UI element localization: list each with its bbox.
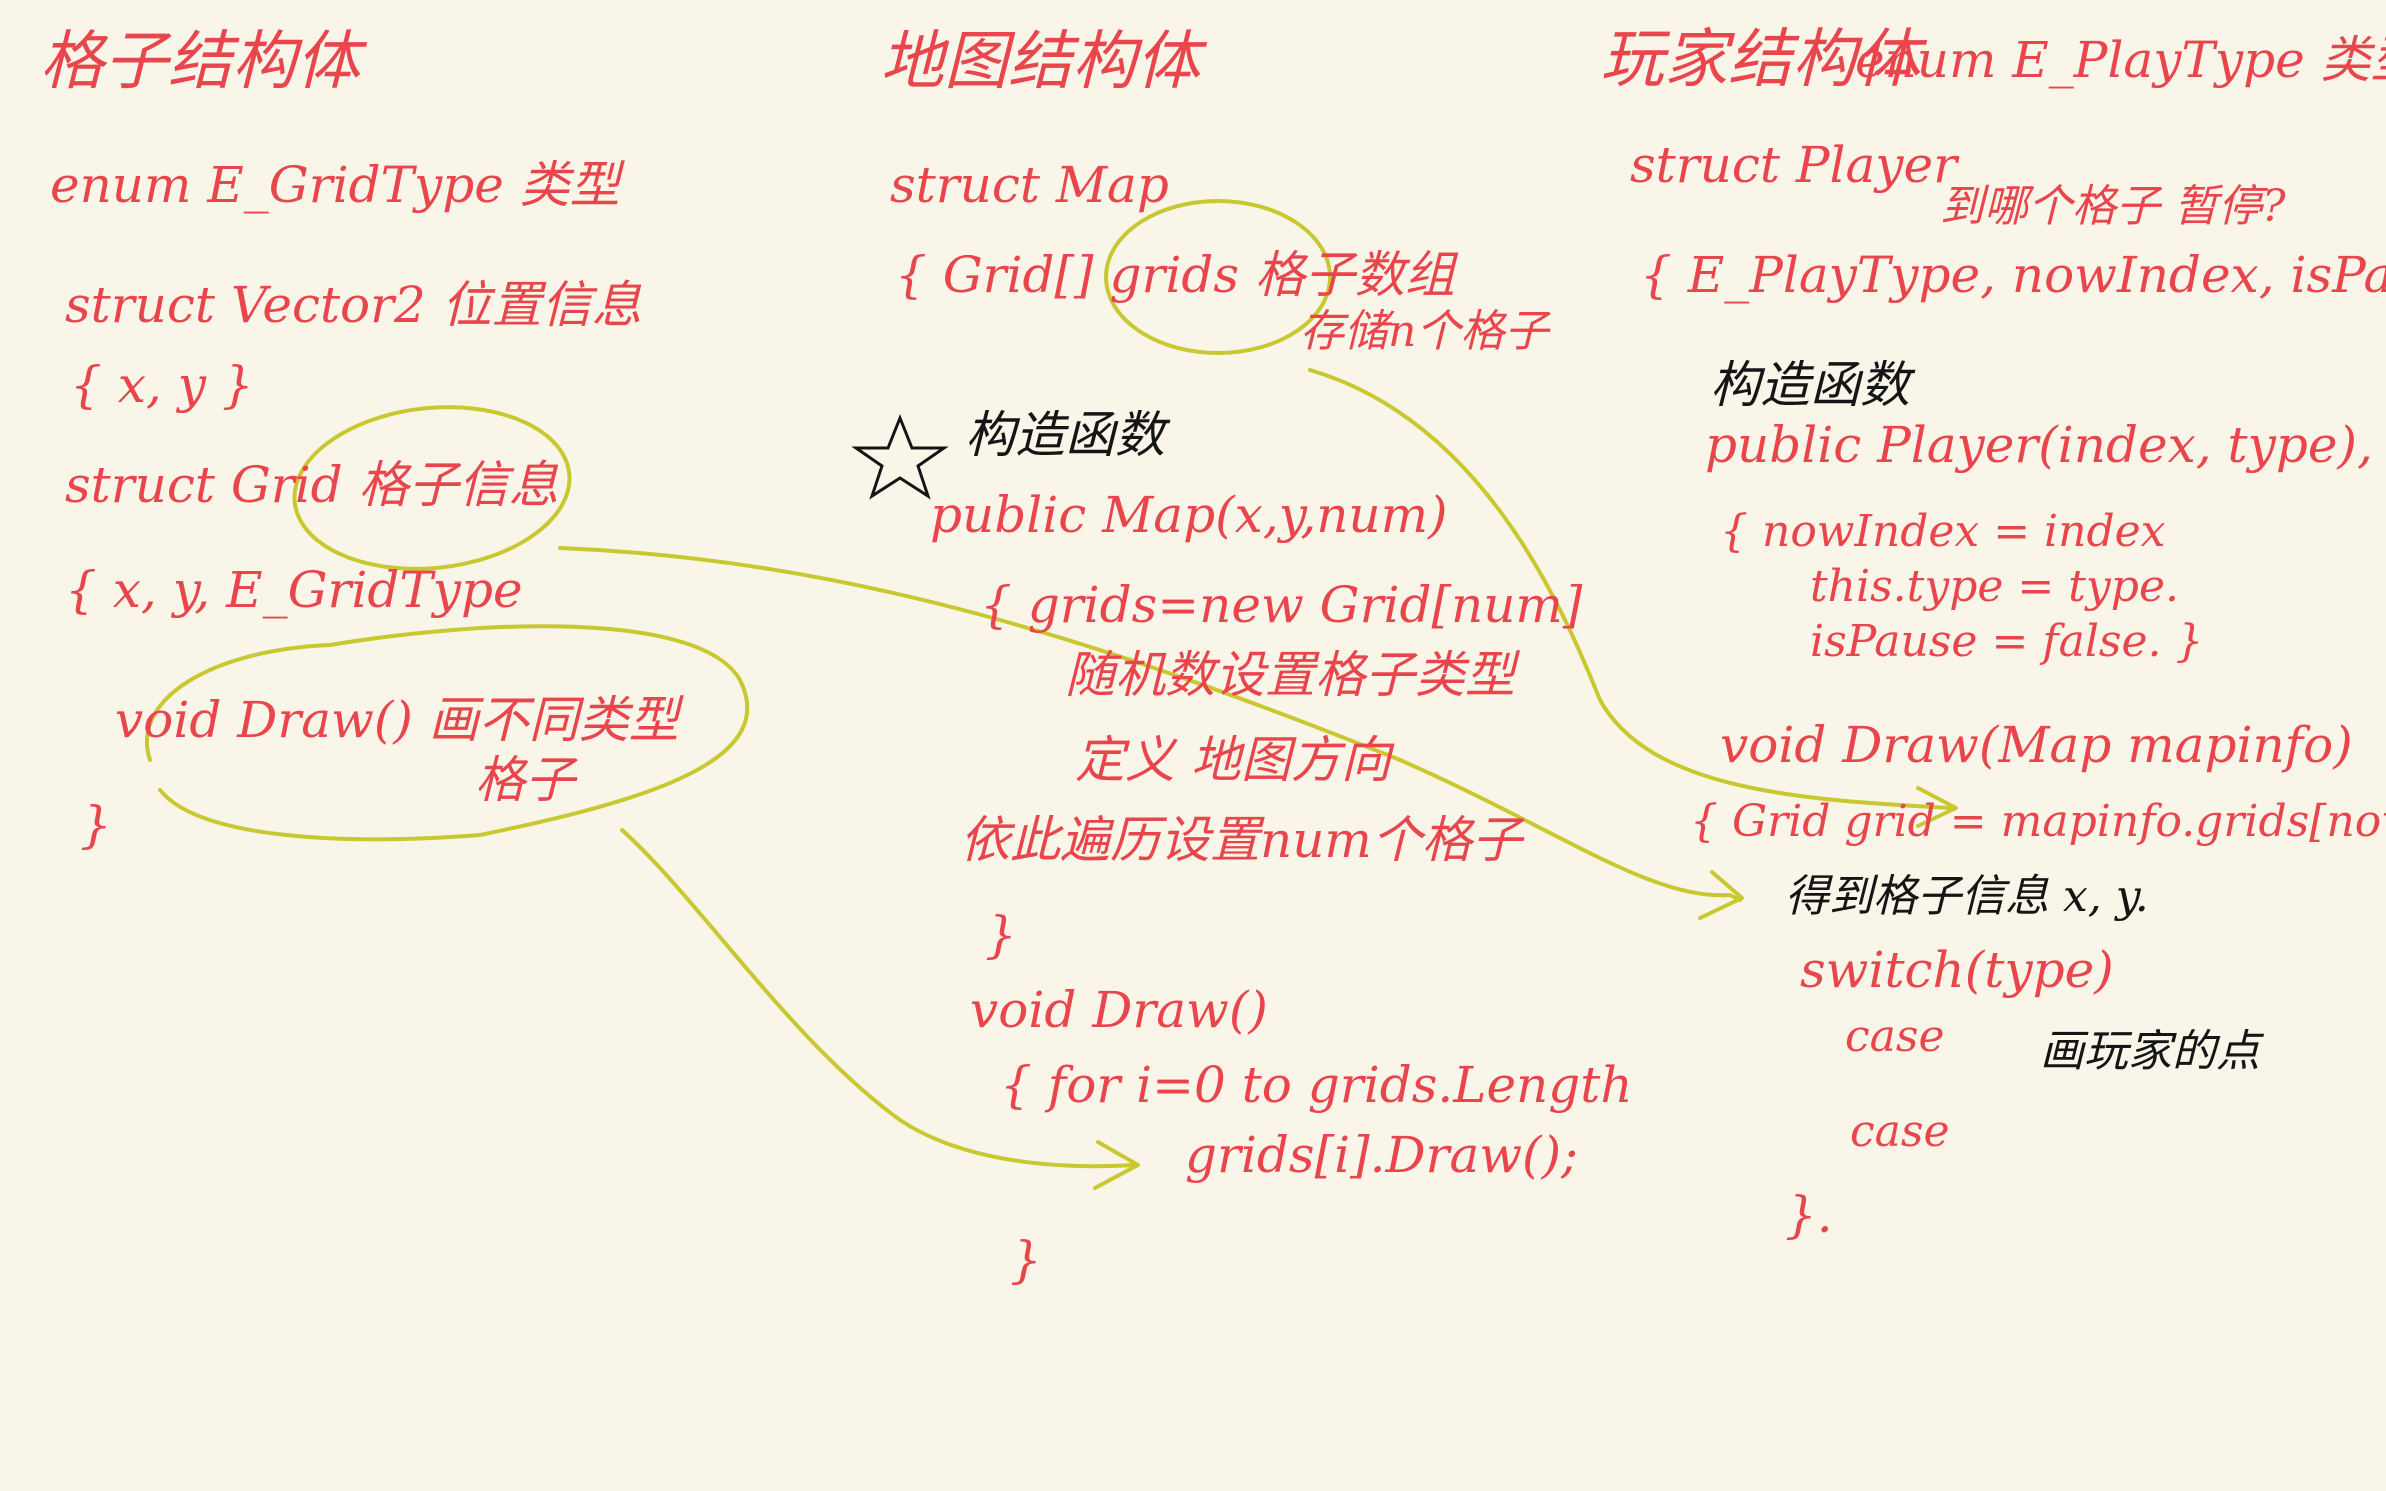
col1-close-brace: } (80, 796, 112, 854)
col2-struct-line: struct Map (890, 156, 1169, 214)
col2-ctor-body3: 定义 地图方向 (1075, 731, 1391, 789)
col3-close-brace: }. (1785, 1186, 1833, 1244)
col3-title: 玩家结构体 (1600, 23, 1920, 97)
col3-ctor-body1: { nowIndex = index (1720, 506, 2166, 557)
col3-enum-line: enum E_PlayType 类型. (1855, 31, 2386, 89)
col3-draw-note: 得到格子信息 x, y. (1785, 871, 2149, 922)
col3-case1: case (1845, 1011, 1945, 1062)
col1-vector-body: { x, y } (70, 356, 254, 414)
col2-draw-sig: void Draw() (970, 981, 1268, 1039)
col2-ctor-title: 构造函数 (965, 406, 1165, 464)
col3-question: 到哪个格子 暂停? (1940, 181, 2286, 232)
col3-draw-sig: void Draw(Map mapinfo) (1720, 716, 2353, 774)
col2-ctor-body1: { grids=new Grid[num] (980, 576, 1583, 634)
col3-ctor-sig: public Player(index, type), (1705, 416, 2373, 474)
col3-case-note: 画玩家的点 (2040, 1026, 2260, 1077)
col2-draw-body2: grids[i].Draw(); (1185, 1126, 1578, 1184)
col2-grids-note: 存储n个格子 (1300, 306, 1549, 357)
col3-case2: case (1850, 1106, 1950, 1157)
col3-struct-line: struct Player (1630, 136, 1958, 194)
col1-grid-body: { x, y, E_GridType (65, 561, 523, 619)
col2-draw-close: } (1010, 1231, 1042, 1289)
col2-grids-line: { Grid[] grids 格子数组 (895, 246, 1455, 304)
arrow-draw-to-map-head (1093, 1140, 1140, 1190)
col3-ctor-title: 构造函数 (1710, 356, 1910, 414)
col2-ctor-body4: 依此遍历设置num个格子 (960, 811, 1522, 869)
col3-fields: { E_PlayType, nowIndex, isPause (1640, 246, 2386, 304)
col1-grid-struct: struct Grid 格子信息 (65, 456, 559, 514)
col2-title: 地图结构体 (880, 25, 1200, 99)
col2-draw-body1: { for i=0 to grids.Length (1000, 1056, 1633, 1114)
col1-enum-line: enum E_GridType 类型 (50, 156, 620, 214)
arrow-grid-to-player-head (1698, 870, 1744, 920)
col2-ctor-sig: public Map(x,y,num) (930, 486, 1448, 544)
col2-ctor-body2: 随机数设置格子类型 (1065, 646, 1515, 704)
col1-title: 格子结构体 (40, 25, 360, 99)
col3-draw-body1: { Grid grid = mapinfo.grids[nowIndex] (1690, 796, 2386, 847)
col2-ctor-close: } (985, 906, 1017, 964)
star-icon (851, 413, 949, 500)
col3-switch-line: switch(type) (1800, 941, 2114, 999)
col1-vector-struct: struct Vector2 位置信息 (65, 276, 642, 334)
col1-draw-line2: 格子 (475, 751, 575, 809)
col3-ctor-body2: this.type = type. (1810, 561, 2179, 612)
col3-ctor-body3: isPause = false. } (1810, 616, 2204, 667)
col1-draw-line: void Draw() 画不同类型 (115, 691, 679, 749)
